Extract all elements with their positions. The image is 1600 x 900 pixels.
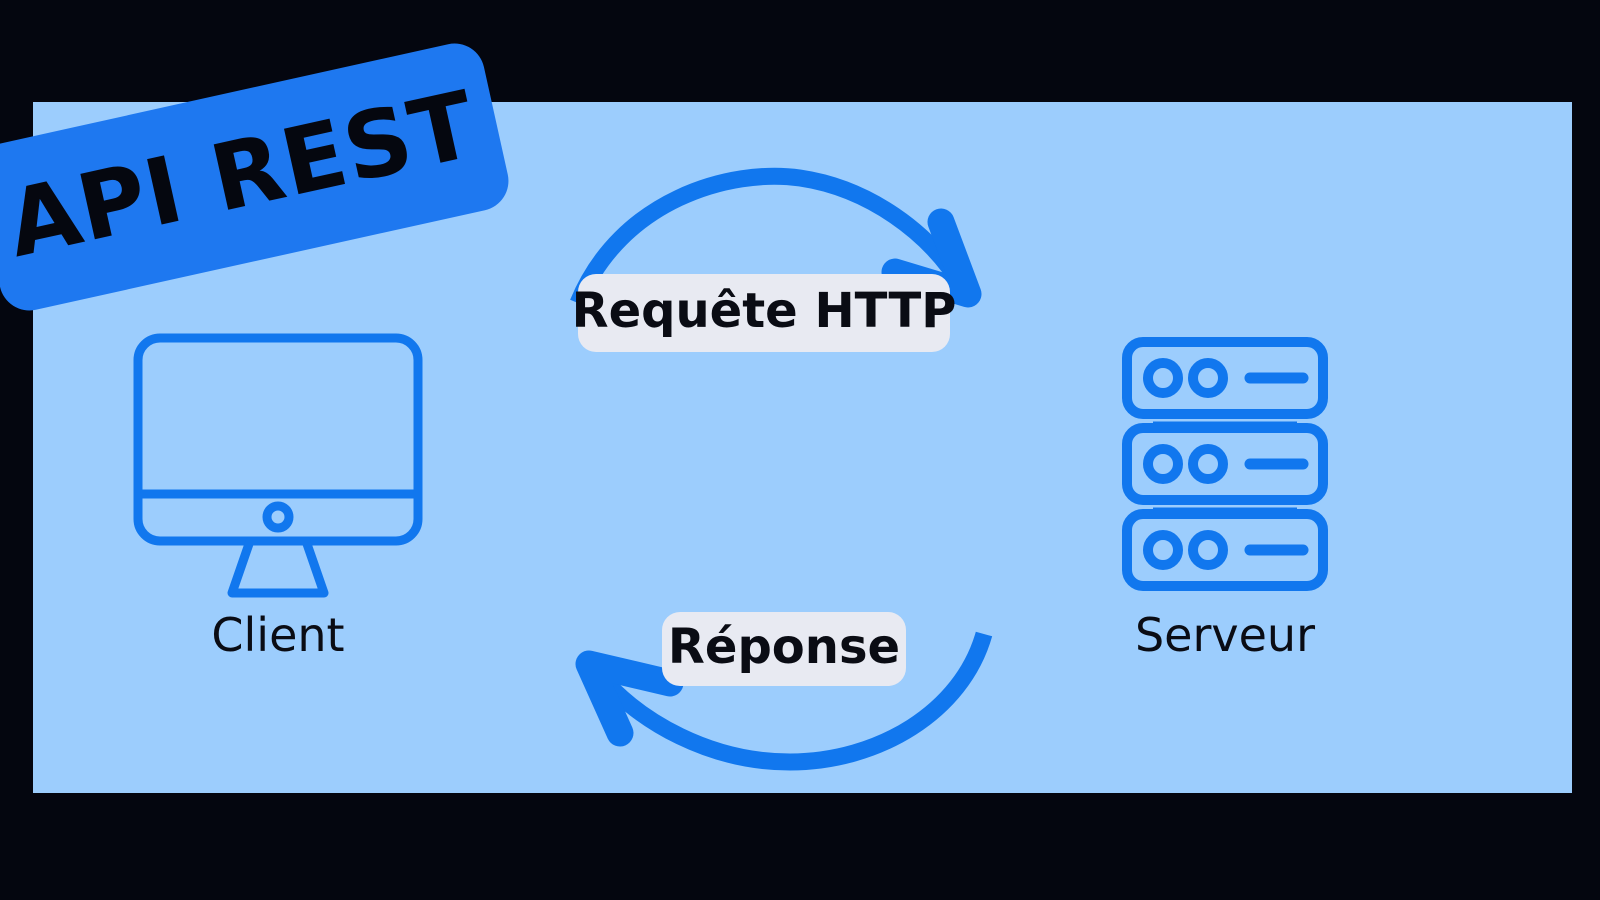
- request-label-chip: Requête HTTP: [572, 274, 956, 352]
- request-label: Requête HTTP: [571, 283, 957, 339]
- server-rack-icon: [1075, 330, 1375, 605]
- server-node[interactable]: Serveur: [1050, 330, 1400, 659]
- response-label: Réponse: [667, 619, 901, 675]
- client-label: Client: [211, 608, 345, 662]
- desktop-monitor-icon: [128, 330, 428, 605]
- response-label-chip: Réponse: [662, 612, 906, 686]
- client-node[interactable]: Client: [103, 330, 453, 659]
- server-label: Serveur: [1134, 608, 1315, 662]
